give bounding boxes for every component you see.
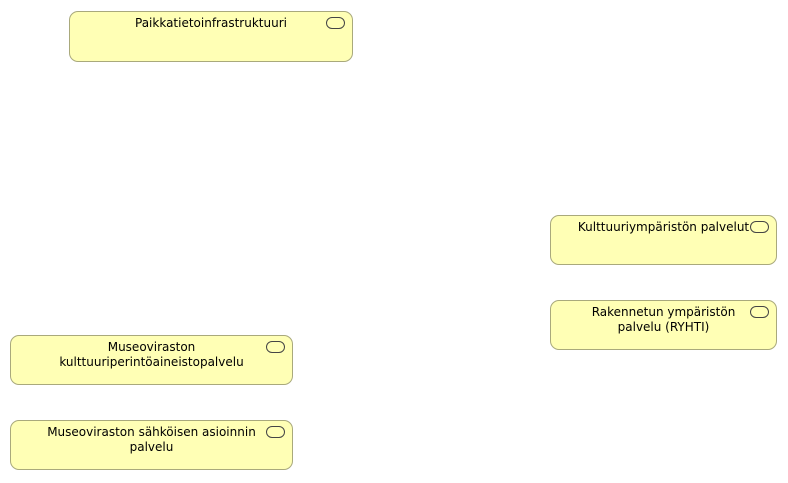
node-label: Museoviraston kulttuuriperintöaineistopa… bbox=[11, 340, 292, 370]
application-service-icon bbox=[266, 341, 285, 353]
node-label: Paikkatietoinfrastruktuuri bbox=[70, 16, 352, 31]
node-rakennetun-ympariston-palvelu-ryhti[interactable]: Rakennetun ympäristön palvelu (RYHTI) bbox=[550, 300, 777, 350]
application-service-icon bbox=[266, 426, 285, 438]
node-label-line: palvelu (RYHTI) bbox=[617, 320, 710, 334]
node-label: Museoviraston sähköisen asioinnin palvel… bbox=[11, 425, 292, 455]
node-label-line: Rakennetun ympäristön bbox=[591, 305, 736, 319]
node-label: Kulttuuriympäristön palvelut bbox=[551, 220, 776, 235]
node-label-line: Paikkatietoinfrastruktuuri bbox=[135, 16, 287, 30]
application-service-icon bbox=[750, 306, 769, 318]
node-museoviraston-sahkoisen-asioinnin-palvelu[interactable]: Museoviraston sähköisen asioinnin palvel… bbox=[10, 420, 293, 470]
node-label-line: Museoviraston sähköisen asioinnin bbox=[47, 425, 256, 439]
node-label: Rakennetun ympäristön palvelu (RYHTI) bbox=[551, 305, 776, 335]
node-label-line: palvelu bbox=[129, 440, 174, 454]
node-paikkatietoinfrastruktuuri[interactable]: Paikkatietoinfrastruktuuri bbox=[69, 11, 353, 62]
node-label-line: kulttuuriperintöaineistopalvelu bbox=[59, 355, 244, 369]
application-service-icon bbox=[750, 221, 769, 233]
application-service-icon bbox=[326, 17, 345, 29]
node-kulttuuriympariston-palvelut[interactable]: Kulttuuriympäristön palvelut bbox=[550, 215, 777, 265]
node-museoviraston-kulttuuriperintoaineistopalvelu[interactable]: Museoviraston kulttuuriperintöaineistopa… bbox=[10, 335, 293, 385]
node-label-line: Kulttuuriympäristön palvelut bbox=[577, 220, 750, 234]
node-label-line: Museoviraston bbox=[107, 340, 196, 354]
